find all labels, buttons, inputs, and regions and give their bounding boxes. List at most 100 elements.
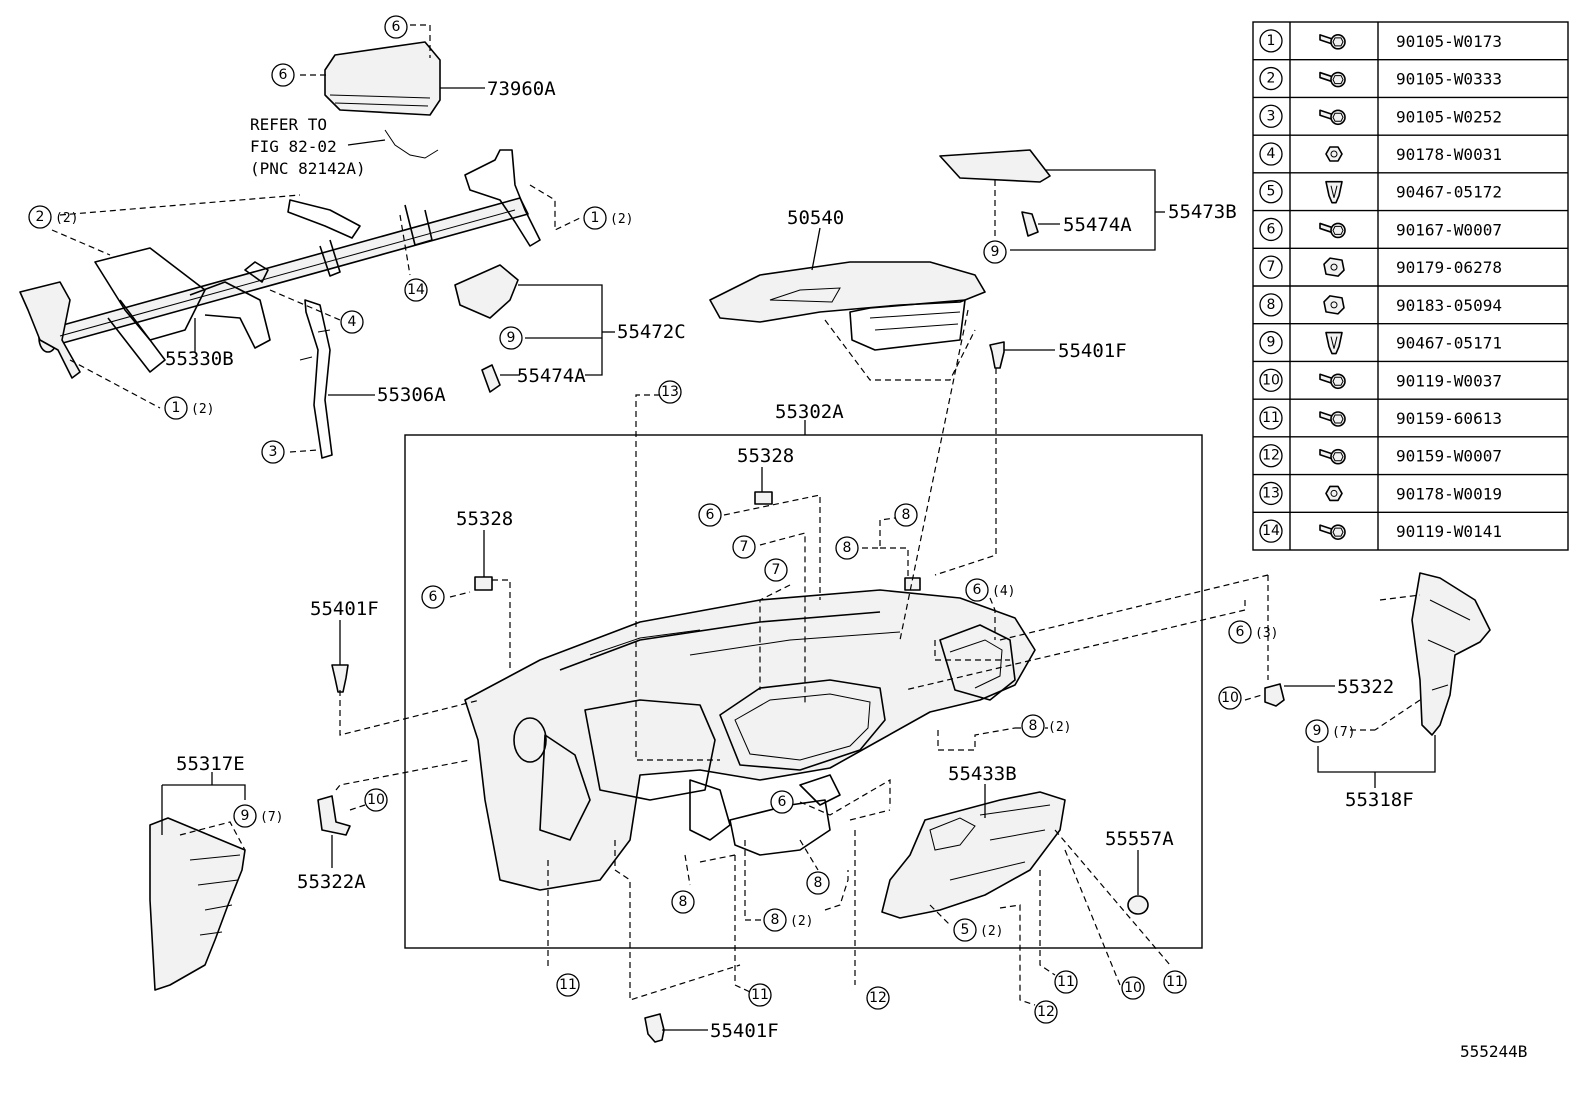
svg-text:13: 13 (661, 384, 679, 400)
fastener-row: 5 90467-05172 (1259, 180, 1502, 204)
callout-6: 6 (384, 15, 408, 39)
clip-55401F-top (989, 341, 1005, 369)
callout-12: 12 (1034, 1000, 1058, 1024)
label-55328-left: 55328 (456, 508, 513, 530)
fastener-number-circle (1259, 368, 1283, 392)
svg-text:6: 6 (279, 67, 288, 83)
svg-text:8: 8 (843, 540, 852, 556)
callout-4: 4 (340, 310, 364, 334)
label-55557A: 55557A (1105, 828, 1174, 850)
lower-panel-55433B (881, 791, 1066, 919)
fastener-number-circle (1259, 66, 1283, 91)
label-55473B: 55473B (1168, 201, 1237, 223)
label-55474A-right: 55474A (1063, 214, 1132, 236)
label-55433B: 55433B (948, 763, 1017, 785)
fastener-number: 5 (1267, 184, 1276, 200)
screw-icon (1319, 373, 1346, 390)
brace-55306A (299, 299, 333, 459)
bolt-washer-icon (1319, 34, 1346, 50)
svg-text:(2): (2) (790, 914, 813, 929)
fastener-number: 2 (1267, 71, 1276, 87)
svg-text:(2): (2) (55, 211, 78, 226)
fastener-part-number: 90159-W0007 (1396, 447, 1502, 466)
fastener-number-circle (1259, 180, 1283, 204)
reinforcement-crossbar (19, 149, 541, 379)
callout-9: 9 (983, 240, 1007, 264)
bracket-55322 (1264, 683, 1285, 707)
fastener-number-circle (1259, 481, 1283, 506)
callout-9: 9 (7) (1305, 719, 1355, 743)
callout-7: 7 (732, 535, 756, 559)
svg-text:7: 7 (772, 562, 781, 578)
svg-text:10: 10 (1221, 690, 1239, 706)
refer-note-line-3: (PNC 82142A) (250, 159, 366, 178)
fastener-part-number: 90105-W0333 (1396, 70, 1502, 89)
svg-text:6: 6 (392, 19, 401, 35)
svg-text:(2): (2) (980, 924, 1003, 939)
screw-icon (1319, 524, 1346, 540)
fastener-number: 4 (1267, 146, 1276, 162)
fastener-row: 12 90159-W0007 (1259, 444, 1502, 468)
svg-text:2: 2 (36, 209, 45, 225)
svg-text:9: 9 (241, 808, 250, 824)
svg-text:12: 12 (869, 990, 887, 1006)
nut-icon (1325, 146, 1343, 162)
callout-13: 13 (658, 380, 682, 404)
svg-text:6: 6 (778, 794, 787, 810)
svg-text:(7): (7) (260, 810, 283, 825)
clip-icon (1325, 331, 1343, 355)
speed-nut-icon (1323, 257, 1345, 277)
refer-note-line-2: FIG 82-02 (250, 137, 337, 156)
svg-text:11: 11 (1166, 974, 1184, 990)
svg-text:11: 11 (1057, 974, 1075, 990)
fastener-number: 14 (1262, 523, 1280, 539)
svg-text:6: 6 (1236, 624, 1245, 640)
svg-text:10: 10 (1124, 980, 1142, 996)
label-50540: 50540 (787, 207, 844, 229)
callout-1: 1 (2) (164, 396, 214, 420)
callout-2: 2 (2) (28, 205, 78, 229)
fastener-row: 1 90105-W0173 (1259, 29, 1502, 53)
label-55401F-bottom: 55401F (710, 1020, 779, 1042)
clip-55401F-bottom (644, 1013, 665, 1043)
fastener-part-number: 90179-06278 (1396, 258, 1502, 277)
label-55317E: 55317E (176, 753, 245, 775)
label-55306A: 55306A (377, 384, 446, 406)
fastener-part-number: 90159-60613 (1396, 409, 1502, 428)
callout-8: 8 (2) (763, 908, 813, 932)
label-55401F-left: 55401F (310, 598, 379, 620)
svg-text:9: 9 (507, 330, 516, 346)
callout-10: 10 (1121, 976, 1145, 1000)
callout-10: 10 (364, 788, 388, 812)
svg-text:1: 1 (172, 400, 181, 416)
fastener-part-number: 90467-05172 (1396, 183, 1502, 202)
fastener-number-circle (1259, 255, 1283, 279)
fastener-number: 10 (1262, 372, 1280, 388)
fastener-number: 3 (1267, 108, 1276, 124)
fastener-number: 8 (1267, 297, 1276, 313)
callout-6: 6 (698, 503, 722, 527)
svg-text:11: 11 (751, 987, 769, 1003)
fastener-number-circle (1259, 330, 1283, 355)
svg-text:11: 11 (559, 977, 577, 993)
fastener-number-circle (1259, 406, 1283, 430)
fastener-number: 1 (1267, 33, 1276, 49)
svg-text:(4): (4) (992, 584, 1015, 599)
callout-8: 8 (2) (1021, 714, 1071, 738)
callout-9: 9 (499, 326, 523, 350)
label-73960A: 73960A (487, 78, 556, 100)
panel-55473B (939, 149, 1051, 237)
fastener-number: 12 (1262, 448, 1280, 464)
fastener-part-number: 90105-W0173 (1396, 32, 1502, 51)
svg-text:8: 8 (679, 894, 688, 910)
callout-9: 9 (7) (233, 804, 283, 828)
side-cover-55317E (149, 817, 246, 991)
svg-text:14: 14 (407, 282, 425, 298)
side-cover-55318F (1411, 572, 1491, 736)
callout-8: 8 (806, 871, 830, 895)
svg-text:6: 6 (429, 589, 438, 605)
